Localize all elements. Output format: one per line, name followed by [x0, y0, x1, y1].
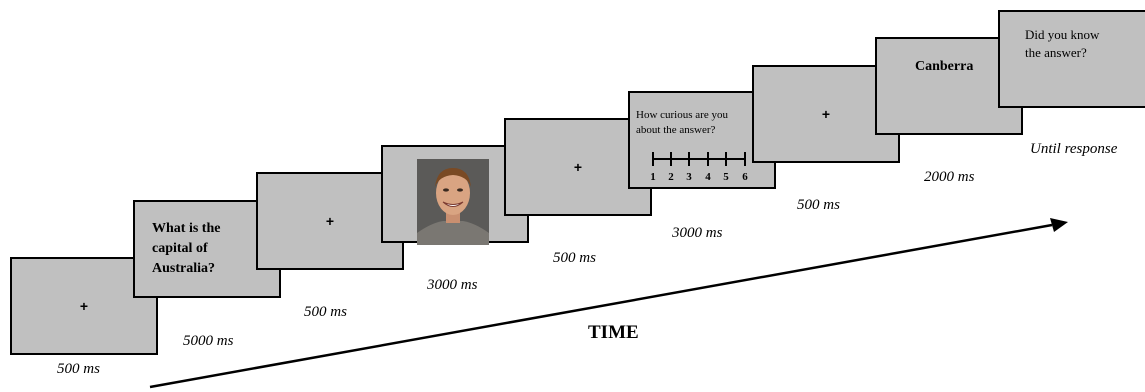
prompt-line: Did you know [1025, 27, 1100, 42]
scale-label: 3 [686, 171, 692, 183]
duration-label: 3000 ms [672, 225, 723, 241]
question-line: What is the [152, 221, 221, 236]
trial-screen-fixation-2: + [256, 172, 404, 270]
prompt-line: the answer? [1025, 45, 1087, 60]
prompt-line: How curious are you [636, 109, 728, 121]
time-axis-label: TIME [588, 322, 639, 343]
scale-label: 2 [668, 171, 674, 183]
curiosity-prompt: How curious are you about the answer? [636, 108, 728, 138]
trivia-question: What is the capital of Australia? [152, 219, 220, 279]
duration-label: 500 ms [553, 250, 596, 266]
scale-label: 5 [723, 171, 729, 183]
rating-scale: 1 2 3 4 5 6 [650, 152, 748, 183]
fixation-cross: + [79, 298, 89, 314]
fixation-cross: + [573, 159, 583, 175]
trial-screen-curiosity-rating: How curious are you about the answer? 1 … [628, 91, 776, 189]
scale-label: 6 [742, 171, 748, 183]
face-photo [417, 159, 489, 245]
duration-label: Until response [1030, 141, 1118, 157]
scale-label: 4 [705, 171, 711, 183]
duration-label: 500 ms [57, 361, 100, 377]
scale-label: 1 [650, 171, 656, 183]
duration-label: 500 ms [304, 304, 347, 320]
question-line: capital of [152, 241, 208, 256]
duration-label: 3000 ms [427, 277, 478, 293]
question-line: Australia? [152, 261, 215, 276]
fixation-cross: + [325, 213, 335, 229]
knew-answer-prompt: Did you know the answer? [1025, 26, 1099, 62]
trial-screen-knew-answer: Did you know the answer? [998, 10, 1145, 108]
duration-label: 5000 ms [183, 333, 234, 349]
trial-screen-fixation-3: + [504, 118, 652, 216]
fixation-cross: + [821, 106, 831, 122]
duration-label: 500 ms [797, 197, 840, 213]
duration-label: 2000 ms [924, 169, 975, 185]
answer-text: Canberra [915, 59, 974, 74]
prompt-line: about the answer? [636, 124, 716, 136]
